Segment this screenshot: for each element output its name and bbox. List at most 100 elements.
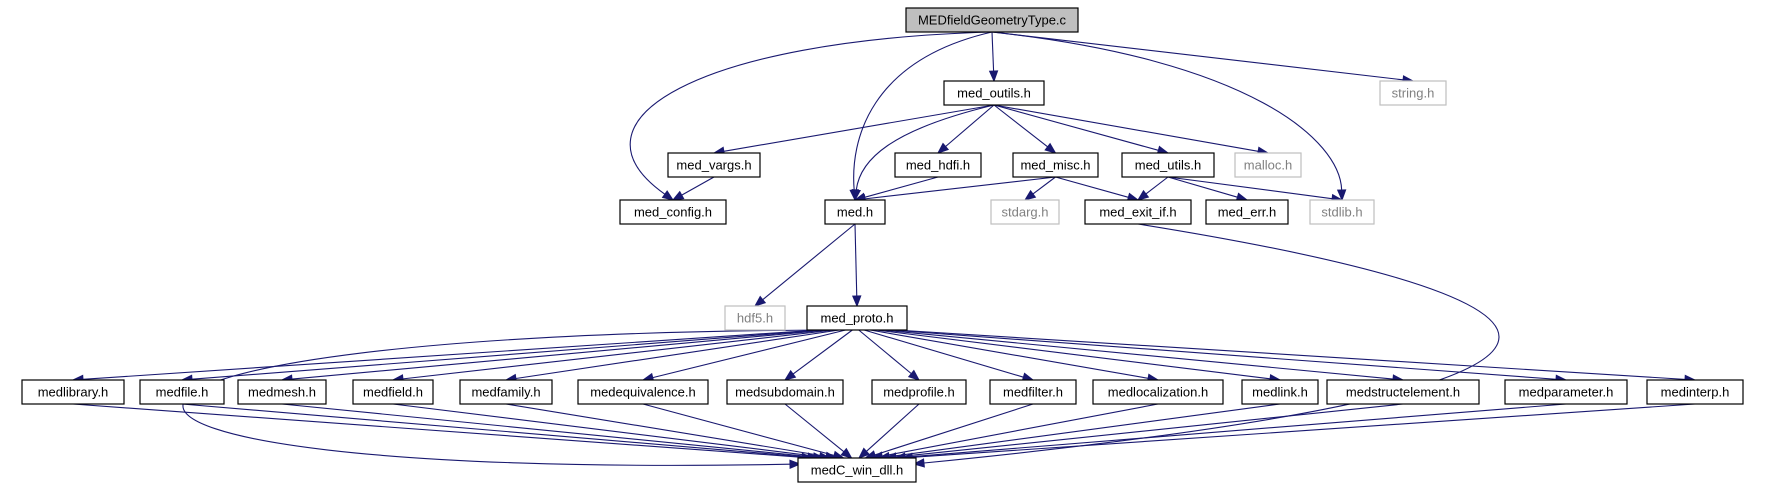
edge-medlibrary-to-medC_win_dll bbox=[72, 403, 814, 462]
edge-medequivalence-to-medC_win_dll bbox=[642, 403, 846, 460]
node-medlibrary[interactable]: medlibrary.h bbox=[21, 379, 125, 405]
node-stdarg[interactable]: stdarg.h bbox=[990, 199, 1060, 225]
node-medfilter[interactable]: medfilter.h bbox=[989, 379, 1077, 405]
node-label: MEDfieldGeometryType.c bbox=[918, 13, 1067, 28]
node-label: hdf5.h bbox=[737, 311, 773, 326]
edge-med_outils-to-med_vargs bbox=[712, 104, 995, 156]
node-label: medfamily.h bbox=[471, 385, 540, 400]
node-med-config[interactable]: med_config.h bbox=[619, 199, 727, 225]
edge-med_proto-to-medfield bbox=[391, 329, 834, 384]
node-medlink[interactable]: medlink.h bbox=[1241, 379, 1319, 405]
node-medfile[interactable]: medfile.h bbox=[139, 379, 225, 405]
edge-med_proto-to-medparameter bbox=[889, 329, 1568, 384]
edge-medlocalization-to-medC_win_dll bbox=[870, 403, 1159, 461]
edge-medfamily-to-medC_win_dll bbox=[505, 403, 838, 461]
node-medfield[interactable]: medfield.h bbox=[352, 379, 434, 405]
node-malloc[interactable]: malloc.h bbox=[1234, 152, 1302, 178]
node-medsubdomain[interactable]: medsubdomain.h bbox=[726, 379, 844, 405]
node-stdlib[interactable]: stdlib.h bbox=[1309, 199, 1375, 225]
edge-med_outils-to-med_hdfi bbox=[936, 104, 995, 154]
node-label: stdlib.h bbox=[1321, 205, 1362, 220]
edge-med_outils-to-malloc bbox=[993, 104, 1270, 156]
node-label: med_exit_if.h bbox=[1099, 205, 1176, 220]
edge-med_utils-to-med_exit_if bbox=[1136, 176, 1169, 201]
node-label: medequivalence.h bbox=[590, 385, 696, 400]
edge-root-to-med_config bbox=[629, 31, 993, 201]
node-label: medstructelement.h bbox=[1346, 385, 1460, 400]
node-label: med_utils.h bbox=[1135, 158, 1201, 173]
edge-med_outils-to-med bbox=[851, 104, 995, 202]
edge-med_exit_if-to-medC_win_dll bbox=[912, 223, 1500, 468]
node-label: med.h bbox=[837, 205, 873, 220]
edge-med_proto-to-medlibrary bbox=[71, 329, 819, 385]
node-med-utils[interactable]: med_utils.h bbox=[1121, 152, 1215, 178]
node-label: med_config.h bbox=[634, 205, 712, 220]
node-med-vargs[interactable]: med_vargs.h bbox=[667, 152, 761, 178]
node-hdf5[interactable]: hdf5.h bbox=[724, 305, 786, 331]
node-label: medmesh.h bbox=[248, 385, 316, 400]
node-label: medlocalization.h bbox=[1108, 385, 1208, 400]
edge-med_outils-to-med_misc bbox=[993, 104, 1057, 154]
edge-medfile-to-medC_win_dll bbox=[181, 403, 820, 462]
nodes-layer: MEDfieldGeometryType.c med_outils.h string… bbox=[21, 7, 1744, 483]
node-med-outils[interactable]: med_outils.h bbox=[943, 80, 1045, 106]
node-med-exit-if[interactable]: med_exit_if.h bbox=[1084, 199, 1192, 225]
node-med-misc[interactable]: med_misc.h bbox=[1012, 152, 1099, 178]
edge-med_proto-to-medprofile bbox=[858, 329, 921, 381]
node-med[interactable]: med.h bbox=[824, 199, 886, 225]
node-medstructelement[interactable]: medstructelement.h bbox=[1326, 379, 1480, 405]
node-label: med_vargs.h bbox=[676, 158, 751, 173]
edge-med-to-hdf5 bbox=[753, 223, 856, 307]
node-label: medsubdomain.h bbox=[735, 385, 835, 400]
edge-med_proto-to-medsubdomain bbox=[783, 329, 853, 381]
edge-med_outils-to-med_utils bbox=[993, 104, 1170, 155]
edge-med_utils-to-med_err bbox=[1167, 176, 1249, 202]
edge-med_misc-to-med_exit_if bbox=[1055, 176, 1140, 202]
edge-med_utils-to-stdlib bbox=[1167, 176, 1344, 204]
node-medequivalence[interactable]: medequivalence.h bbox=[577, 379, 709, 405]
node-label: medlink.h bbox=[1252, 385, 1308, 400]
node-label: string.h bbox=[1392, 86, 1435, 101]
node-string[interactable]: string.h bbox=[1379, 80, 1447, 106]
edge-med_misc-to-stdarg bbox=[1023, 176, 1056, 201]
node-label: medparameter.h bbox=[1519, 385, 1614, 400]
edges-layer bbox=[71, 31, 1697, 469]
node-label: malloc.h bbox=[1244, 158, 1292, 173]
edge-medparameter-to-medC_win_dll bbox=[893, 403, 1567, 462]
node-root[interactable]: MEDfieldGeometryType.c bbox=[905, 7, 1079, 33]
edge-root-to-stdlib bbox=[991, 31, 1347, 202]
edge-medprofile-to-medC_win_dll bbox=[858, 403, 920, 459]
node-label: medC_win_dll.h bbox=[811, 463, 904, 478]
node-medC-win-dll[interactable]: medC_win_dll.h bbox=[797, 457, 917, 483]
node-medprofile[interactable]: medprofile.h bbox=[871, 379, 967, 405]
edge-med_proto-to-medfile bbox=[180, 329, 824, 384]
node-label: med_proto.h bbox=[821, 311, 894, 326]
edge-med_proto-to-medmesh bbox=[280, 329, 829, 384]
node-medinterp[interactable]: medinterp.h bbox=[1646, 379, 1744, 405]
node-label: med_outils.h bbox=[957, 86, 1031, 101]
node-label: medinterp.h bbox=[1661, 385, 1730, 400]
node-med-err[interactable]: med_err.h bbox=[1205, 199, 1289, 225]
node-med-hdfi[interactable]: med_hdfi.h bbox=[894, 152, 982, 178]
node-medlocalization[interactable]: medlocalization.h bbox=[1092, 379, 1224, 405]
node-label: medfield.h bbox=[363, 385, 423, 400]
node-medparameter[interactable]: medparameter.h bbox=[1504, 379, 1628, 405]
node-label: med_misc.h bbox=[1020, 158, 1090, 173]
node-label: med_hdfi.h bbox=[906, 158, 970, 173]
node-label: med_err.h bbox=[1218, 205, 1277, 220]
edge-med_vargs-to-med_config bbox=[671, 176, 715, 201]
edge-med_proto-to-medlink bbox=[875, 329, 1282, 384]
edge-root-to-med_outils bbox=[988, 31, 999, 83]
node-label: medprofile.h bbox=[883, 385, 955, 400]
edge-medsubdomain-to-medC_win_dll bbox=[784, 403, 853, 459]
node-label: medlibrary.h bbox=[38, 385, 109, 400]
node-label: medfile.h bbox=[156, 385, 209, 400]
edge-med_hdfi-to-med bbox=[853, 176, 939, 202]
node-medmesh[interactable]: medmesh.h bbox=[237, 379, 327, 405]
edge-med-to-med_proto bbox=[852, 223, 862, 308]
node-med-proto[interactable]: med_proto.h bbox=[806, 305, 908, 331]
node-label: stdarg.h bbox=[1002, 205, 1049, 220]
node-label: medfilter.h bbox=[1003, 385, 1063, 400]
node-medfamily[interactable]: medfamily.h bbox=[459, 379, 553, 405]
